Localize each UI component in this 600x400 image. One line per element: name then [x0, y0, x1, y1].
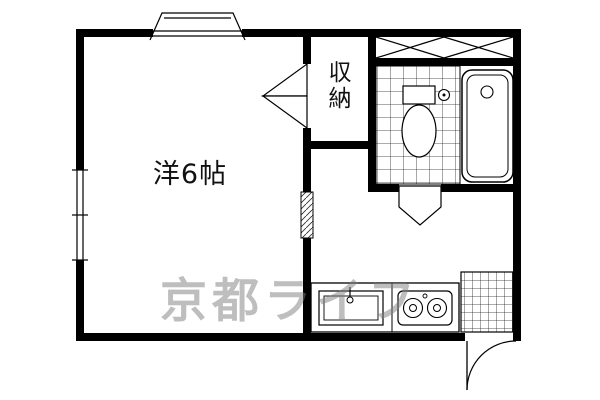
sink-icon [318, 287, 384, 326]
bathroom-door-icon [398, 185, 442, 226]
bay-window-icon [149, 12, 246, 41]
closet-door-icon [261, 62, 308, 130]
toilet-icon [401, 85, 451, 158]
hatched-opening-icon [300, 191, 314, 239]
window-left-icon [72, 169, 88, 261]
bathtub-icon [461, 69, 514, 183]
entrance [460, 271, 517, 391]
void-cross-icon [375, 36, 514, 59]
interior-walls [303, 29, 521, 341]
bathroom [375, 65, 514, 226]
entrance-tile-floor [460, 271, 514, 333]
closet-label: 収納 [324, 60, 350, 112]
entrance-door-icon [466, 340, 517, 391]
room-label: 洋6帖 [152, 159, 228, 190]
stove-icon [397, 290, 453, 326]
kitchen-unit [310, 282, 460, 333]
watermark-text: 京都ライフ [160, 274, 420, 329]
